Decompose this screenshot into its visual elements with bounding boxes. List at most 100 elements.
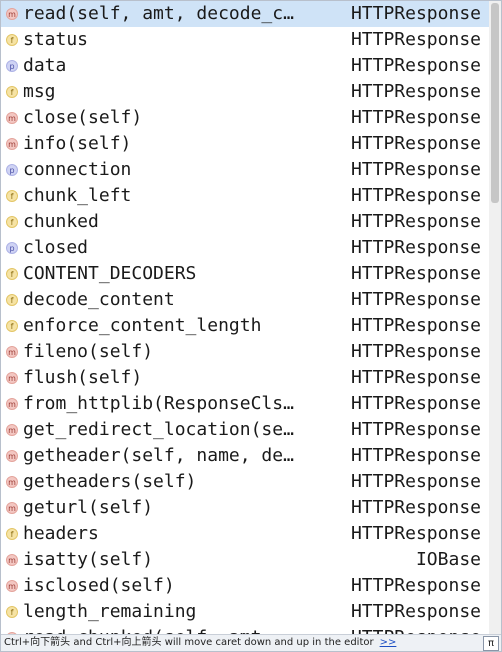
method-icon: m [6, 424, 18, 436]
completion-footer: Ctrl+向下箭头 and Ctrl+向上箭头 will move caret … [1, 634, 501, 651]
completion-item[interactable]: f headers HTTPResponse [1, 521, 491, 547]
completion-item-owner: HTTPResponse [350, 185, 481, 206]
completion-item-name: isclosed(self) [23, 575, 175, 596]
footer-hint-text: Ctrl+向下箭头 and Ctrl+向上箭头 will move caret … [4, 637, 374, 648]
more-link[interactable]: >> [379, 637, 397, 648]
completion-item-name: CONTENT_DECODERS [23, 263, 197, 284]
method-icon: m [6, 580, 18, 592]
completion-item-owner: HTTPResponse [350, 341, 481, 362]
completion-item[interactable]: m isatty(self) IOBase [1, 547, 491, 573]
completion-item-owner: HTTPResponse [350, 29, 481, 50]
method-icon: m [6, 450, 18, 462]
completion-item-name: connection [23, 159, 132, 180]
completion-item[interactable]: f chunked HTTPResponse [1, 209, 491, 235]
completion-item-owner: HTTPResponse [350, 237, 481, 258]
completion-item-owner: HTTPResponse [350, 81, 481, 102]
method-icon: m [6, 372, 18, 384]
completion-item-name: isatty(self) [23, 549, 154, 570]
completion-item[interactable]: f decode_content HTTPResponse [1, 287, 491, 313]
completion-item-owner: HTTPResponse [350, 393, 481, 414]
completion-item-name: chunk_left [23, 185, 132, 206]
field-icon: f [6, 190, 18, 202]
completion-item[interactable]: m isclosed(self) HTTPResponse [1, 573, 491, 599]
completion-item[interactable]: m from_httplib(ResponseCls… HTTPResponse [1, 391, 491, 417]
completion-item[interactable]: m fileno(self) HTTPResponse [1, 339, 491, 365]
method-icon: m [6, 138, 18, 150]
field-icon: f [6, 606, 18, 618]
completion-item-name: msg [23, 81, 56, 102]
scrollbar-thumb[interactable] [491, 3, 499, 203]
completion-item-name: flush(self) [23, 367, 143, 388]
completion-item-owner: HTTPResponse [350, 263, 481, 284]
field-icon: f [6, 294, 18, 306]
scrollbar[interactable] [489, 1, 501, 637]
completion-item-owner: HTTPResponse [350, 315, 481, 336]
field-icon: f [6, 320, 18, 332]
footer-hint: Ctrl+向下箭头 and Ctrl+向上箭头 will move caret … [4, 635, 396, 651]
property-icon: p [6, 164, 18, 176]
method-icon: m [6, 112, 18, 124]
completion-item[interactable]: f CONTENT_DECODERS HTTPResponse [1, 261, 491, 287]
completion-item-name: read(self, amt, decode_c… [23, 3, 294, 24]
method-icon: m [6, 502, 18, 514]
completion-item-name: close(self) [23, 107, 143, 128]
completion-item[interactable]: m close(self) HTTPResponse [1, 105, 491, 131]
completion-item-owner: HTTPResponse [350, 3, 481, 24]
completion-item-owner: HTTPResponse [350, 159, 481, 180]
completion-item-owner: IOBase [415, 549, 481, 570]
field-icon: f [6, 528, 18, 540]
completion-item-owner: HTTPResponse [350, 133, 481, 154]
completion-item-name: getheaders(self) [23, 471, 197, 492]
completion-item-owner: HTTPResponse [350, 419, 481, 440]
completion-item[interactable]: p connection HTTPResponse [1, 157, 491, 183]
field-icon: f [6, 268, 18, 280]
completion-item[interactable]: f chunk_left HTTPResponse [1, 183, 491, 209]
method-icon: m [6, 398, 18, 410]
method-icon: m [6, 554, 18, 566]
completion-item-name: status [23, 29, 89, 50]
completion-item-owner: HTTPResponse [350, 523, 481, 544]
completion-item[interactable]: m info(self) HTTPResponse [1, 131, 491, 157]
completion-item-name: info(self) [23, 133, 132, 154]
completion-item-name: data [23, 55, 67, 76]
completion-item-name: closed [23, 237, 89, 258]
field-icon: f [6, 216, 18, 228]
completion-item-name: enforce_content_length [23, 315, 262, 336]
completion-item-name: from_httplib(ResponseCls… [23, 393, 294, 414]
completion-item-name: get_redirect_location(se… [23, 419, 294, 440]
completion-item-name: headers [23, 523, 99, 544]
completion-item-name: geturl(self) [23, 497, 154, 518]
completion-item-owner: HTTPResponse [350, 445, 481, 466]
completion-item-owner: HTTPResponse [350, 211, 481, 232]
completion-item-owner: HTTPResponse [350, 367, 481, 388]
completion-item[interactable]: m flush(self) HTTPResponse [1, 365, 491, 391]
completion-item-name: chunked [23, 211, 99, 232]
pi-icon[interactable]: π [483, 636, 499, 651]
completion-item-owner: HTTPResponse [350, 107, 481, 128]
completion-item[interactable]: m getheaders(self) HTTPResponse [1, 469, 491, 495]
completion-item[interactable]: f enforce_content_length HTTPResponse [1, 313, 491, 339]
completion-item-owner: HTTPResponse [350, 55, 481, 76]
property-icon: p [6, 60, 18, 72]
property-icon: p [6, 242, 18, 254]
completion-item-name: decode_content [23, 289, 175, 310]
completion-item-name: fileno(self) [23, 341, 154, 362]
completion-item-owner: HTTPResponse [350, 471, 481, 492]
method-icon: m [6, 346, 18, 358]
completion-item-owner: HTTPResponse [350, 575, 481, 596]
method-icon: m [6, 476, 18, 488]
field-icon: f [6, 34, 18, 46]
completion-item-owner: HTTPResponse [350, 289, 481, 310]
completion-item[interactable]: m get_redirect_location(se… HTTPResponse [1, 417, 491, 443]
completion-item-owner: HTTPResponse [350, 601, 481, 622]
